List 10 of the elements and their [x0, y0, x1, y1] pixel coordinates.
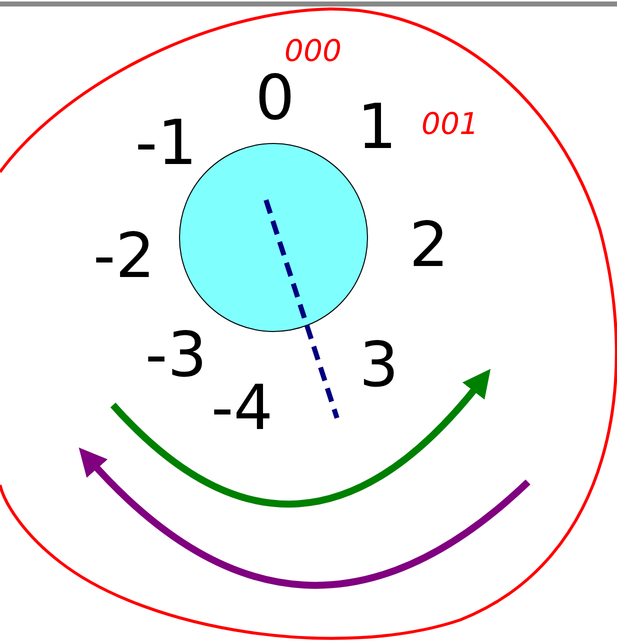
position-number: 3	[359, 334, 399, 396]
handwritten-note: 001	[421, 110, 479, 140]
position-number: -4	[211, 377, 273, 439]
position-number: 1	[357, 96, 397, 158]
position-number: 0	[255, 67, 295, 129]
handwritten-note: 000	[284, 37, 342, 67]
position-number: -2	[93, 225, 155, 287]
position-number: -1	[135, 112, 197, 174]
position-number: -3	[145, 324, 207, 386]
position-number: 2	[409, 214, 449, 276]
